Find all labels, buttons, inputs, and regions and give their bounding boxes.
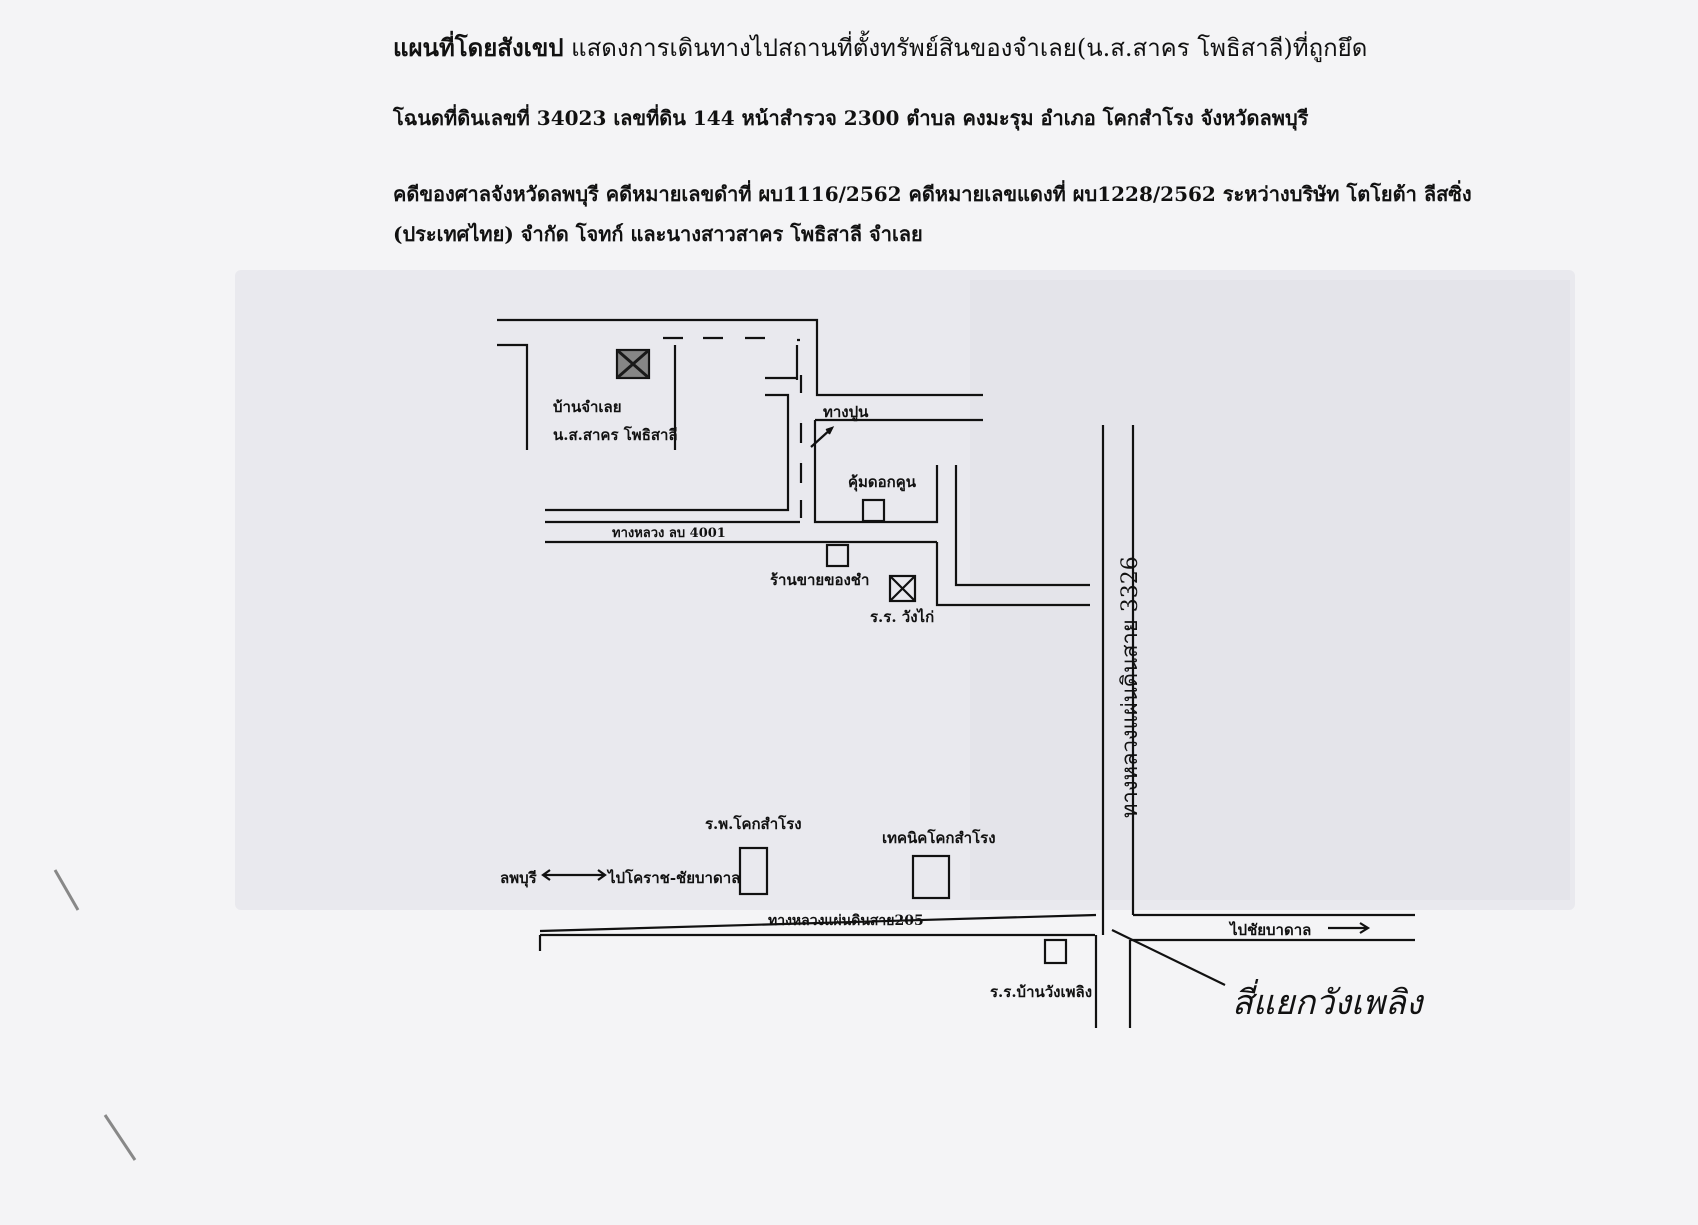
school-ban-wang-phloeng-label: ร.ร.บ้านวังเพลิง bbox=[990, 983, 1093, 1001]
cement-road-arrow bbox=[810, 426, 835, 448]
grocery-shop-label: ร้านขายของชำ bbox=[770, 571, 870, 589]
school-ban-wang-phloeng-box bbox=[1043, 938, 1068, 965]
technical-college-label: เทคนิคโคกสำโรง bbox=[882, 829, 996, 847]
dash-top bbox=[663, 336, 800, 342]
soi-corner bbox=[765, 345, 799, 380]
school-wang-kai-cross bbox=[889, 575, 916, 602]
school-wang-kai-box bbox=[888, 574, 917, 603]
technical-college-box bbox=[911, 854, 951, 900]
defendant-house-label-1: บ้านจำเลย bbox=[553, 398, 622, 416]
side-road-upper bbox=[935, 542, 1090, 607]
grocery-box bbox=[825, 543, 850, 568]
hospital-label: ร.พ.โคกสำโรง bbox=[705, 815, 802, 833]
kum-dok-khun-box bbox=[861, 498, 886, 523]
hwy-205-lower-left bbox=[538, 933, 1095, 951]
staple-2 bbox=[103, 1114, 137, 1161]
photocopy-shade-right bbox=[970, 280, 1570, 900]
hwy-4001-label: ทางหลวง ลบ 4001 bbox=[612, 526, 726, 541]
parties-line: (ประเทศไทย) จำกัด โจทก์ และนางสาวสาคร โพ… bbox=[393, 222, 923, 246]
house-lot-edge bbox=[545, 393, 790, 512]
top-road-lower-left-edge bbox=[497, 343, 529, 450]
intersection-pointer bbox=[1111, 929, 1226, 986]
lopburi-korat-arrow bbox=[541, 869, 607, 881]
lopburi-label: ลพบุรี bbox=[500, 869, 537, 887]
case-line: คดีของศาลจังหวัดลพบุรี คดีหมายเลขดำที่ ผ… bbox=[393, 182, 1472, 206]
deed-line: โฉนดที่ดินเลขที่ 34023 เลขที่ดิน 144 หน้… bbox=[393, 106, 1309, 130]
korat-chaibadan-label: ไปโคราช-ชัยบาดาล bbox=[608, 869, 741, 887]
hwy-205-label: ทางหลวงแผ่นดินสาย205 bbox=[768, 913, 924, 929]
hospital-box bbox=[738, 846, 769, 896]
defendant-house-label-2: น.ส.สาคร โพธิสาลี bbox=[553, 426, 678, 444]
intersection-label: สี่แยกวังเพลิง bbox=[1232, 983, 1423, 1023]
school-wang-kai-label: ร.ร. วังไก่ bbox=[870, 608, 935, 626]
staple-1 bbox=[53, 869, 80, 911]
to-chaibadan-label: ไปชัยบาดาล bbox=[1230, 921, 1312, 939]
to-chaibadan-arrow bbox=[1328, 922, 1371, 934]
side-road-lower bbox=[954, 465, 1090, 587]
top-road-upper-edge bbox=[497, 318, 983, 397]
hwy-3326-label: ทางหลวงแผ่นดินสาย 3326 bbox=[1118, 556, 1143, 818]
kum-dok-khun-label: คุ้มดอกคูน bbox=[848, 473, 917, 491]
hwy-205-upper bbox=[539, 913, 1097, 933]
cement-road-label: ทางปูน bbox=[823, 403, 869, 421]
map-title: แผนที่โดยสังเขป แสดงการเดินทางไปสถานที่ต… bbox=[393, 33, 1368, 62]
